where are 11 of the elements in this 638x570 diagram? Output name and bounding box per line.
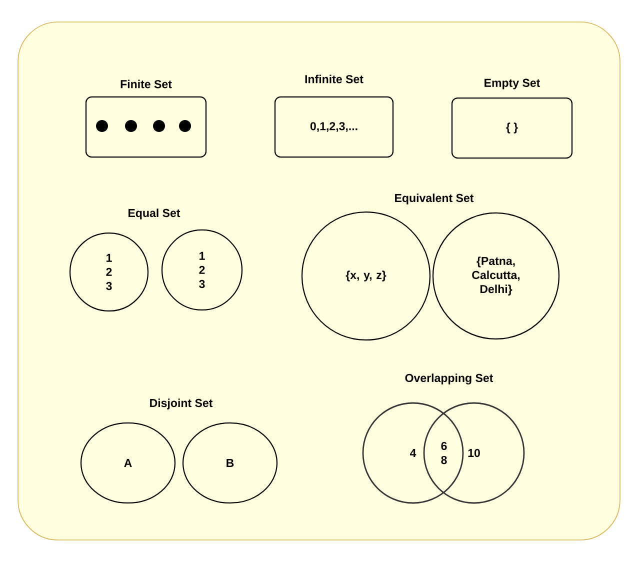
- element-label: 6 8: [441, 442, 447, 464]
- outer-frame: [18, 22, 620, 540]
- set-box: 0,1,2,3,...: [274, 96, 394, 158]
- set-box: { }: [451, 97, 573, 159]
- set-heading: Empty Set: [484, 78, 540, 90]
- set-heading: Disjoint Set: [150, 398, 213, 410]
- set-heading: Equal Set: [128, 208, 180, 220]
- set-heading: Overlapping Set: [405, 374, 494, 384]
- set-heading: Finite Set: [120, 80, 172, 88]
- set-heading: Equivalent Set: [395, 194, 474, 204]
- set-heading: Infinite Set: [305, 74, 364, 84]
